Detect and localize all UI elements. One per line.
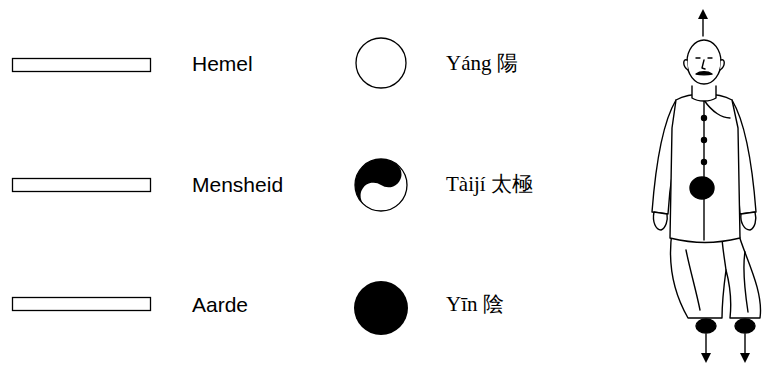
row-label: Hemel (192, 51, 253, 76)
row-label: Yáng 陽 (446, 51, 518, 76)
taiji-symbol (355, 156, 417, 221)
row-label: Tàijí 太極 (446, 172, 533, 197)
bar (13, 179, 151, 192)
standing-figure (652, 14, 761, 358)
yin-circle (354, 281, 408, 335)
yang-circle (356, 38, 406, 88)
bar (13, 298, 151, 311)
row-label: Mensheid (192, 172, 283, 197)
row-label: Aarde (192, 292, 248, 317)
bar (13, 59, 151, 72)
row-label: Yīn 陰 (446, 292, 504, 317)
